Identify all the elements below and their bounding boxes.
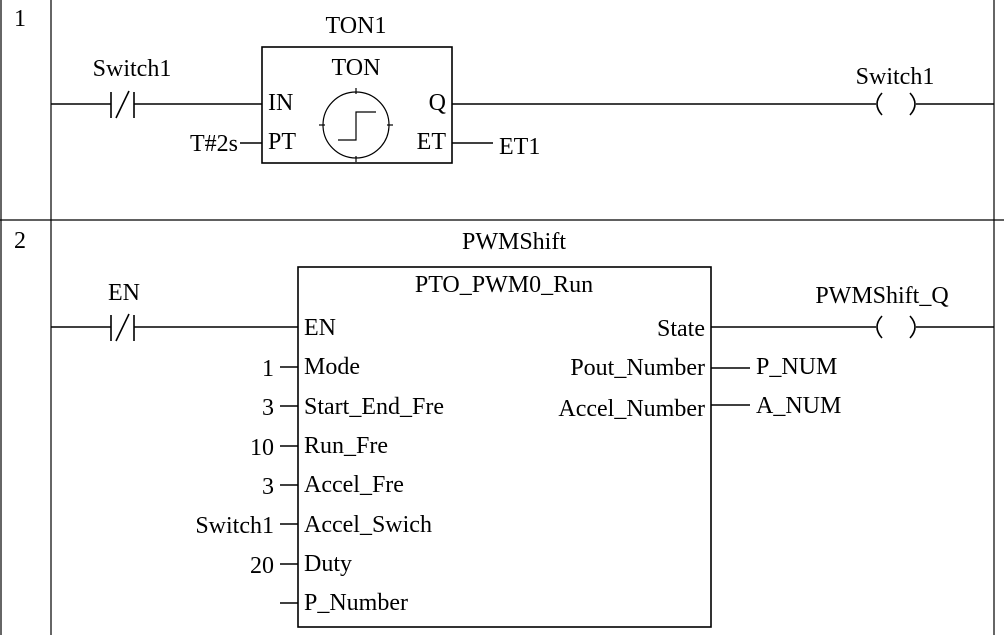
rung-2: 2 EN PWMShift PTO_PWM0_Run EN Mode Start… — [14, 228, 994, 628]
pin-run-fre: Run_Fre — [304, 433, 388, 459]
pin-pout-number: Pout_Number — [570, 355, 705, 381]
block-instance-name: TON1 — [326, 13, 387, 39]
timer-clock-icon — [319, 88, 393, 162]
block-type: TON — [332, 55, 381, 81]
rung-number: 1 — [14, 6, 26, 32]
accel-swich-value: Switch1 — [195, 513, 274, 539]
coil-label: PWMShift_Q — [815, 283, 948, 309]
rung-number: 2 — [14, 228, 26, 254]
pin-accel-fre: Accel_Fre — [304, 472, 404, 498]
run-fre-value: 10 — [250, 435, 274, 461]
normally-closed-contact[interactable] — [51, 313, 298, 342]
pin-accel-swich: Accel_Swich — [304, 512, 432, 538]
pin-p-number: P_Number — [304, 590, 408, 616]
pin-mode: Mode — [304, 354, 360, 380]
pin-in: IN — [268, 90, 293, 116]
pin-duty: Duty — [304, 551, 352, 577]
pout-number-value: P_NUM — [756, 354, 837, 380]
pin-accel-number: Accel_Number — [558, 396, 705, 422]
pin-state: State — [657, 316, 705, 342]
block-type: PTO_PWM0_Run — [415, 272, 593, 298]
pin-start-end-fre: Start_End_Fre — [304, 394, 444, 420]
pin-et: ET — [417, 129, 447, 155]
pt-value: T#2s — [190, 131, 238, 157]
ton-timer-block[interactable]: TON IN PT Q ET — [261, 46, 453, 164]
pto-pwm-function-block[interactable]: PTO_PWM0_Run EN Mode Start_End_Fre Run_F… — [297, 266, 712, 628]
coil-label: Switch1 — [856, 64, 935, 90]
pin-pt: PT — [268, 129, 296, 155]
normally-closed-contact[interactable] — [51, 90, 262, 119]
et-value: ET1 — [499, 134, 540, 160]
pin-q: Q — [429, 90, 446, 116]
block-instance-name: PWMShift — [462, 229, 566, 255]
output-coil[interactable] — [876, 315, 994, 339]
start-end-fre-value: 3 — [262, 395, 274, 421]
pin-en: EN — [304, 315, 336, 341]
mode-value: 1 — [262, 356, 274, 382]
contact-label: EN — [108, 280, 140, 306]
duty-value: 20 — [250, 553, 274, 579]
output-coil[interactable] — [876, 92, 994, 116]
accel-fre-value: 3 — [262, 474, 274, 500]
accel-number-value: A_NUM — [756, 393, 841, 419]
rung-1: 1 Switch1 TON1 TON IN PT Q ET — [14, 6, 994, 164]
contact-label: Switch1 — [93, 56, 172, 82]
